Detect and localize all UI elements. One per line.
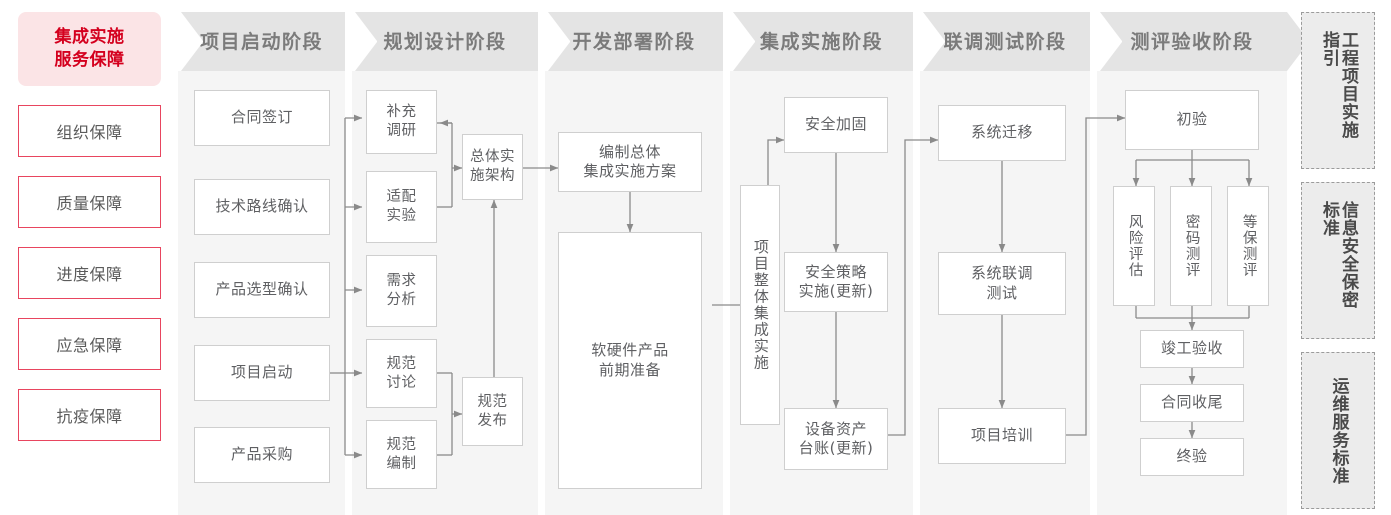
guarantee-rail: 集成实施 服务保障 组织保障 质量保障 进度保障 应急保障 抗疫保障	[18, 12, 161, 441]
node-label: 项目整体集成实施	[751, 239, 770, 371]
guarantee-item-quality[interactable]: 质量保障	[18, 176, 161, 228]
node-hardware-software-preparation[interactable]: 软硬件产品 前期准备	[558, 232, 702, 489]
standards-item-label: 运维服务标准	[1328, 376, 1349, 485]
node-risk-assessment[interactable]: 风险评估	[1113, 186, 1155, 306]
phase-title: 规划设计阶段	[383, 31, 507, 53]
guarantee-item-label: 进度保障	[56, 265, 123, 284]
node-label: 设备资产 台账(更新)	[798, 419, 874, 457]
standards-rail: 工程项目实施指引 信息安全保密标准 运维服务标准	[1301, 12, 1375, 509]
guarantee-item-epidemic[interactable]: 抗疫保障	[18, 389, 161, 441]
node-label: 规范 编制	[386, 436, 417, 472]
node-label: 合同收尾	[1160, 393, 1223, 412]
node-spec-drafting[interactable]: 规范 编制	[366, 420, 437, 489]
guarantee-item-emergency[interactable]: 应急保障	[18, 318, 161, 370]
node-label: 等保测评	[1240, 214, 1257, 278]
node-label: 安全加固	[804, 115, 867, 134]
node-label: 产品采购	[230, 445, 293, 464]
phase-title: 测评验收阶段	[1130, 31, 1254, 53]
phase-header-joint-test[interactable]: 联调测试阶段	[919, 12, 1090, 71]
phase-title: 集成实施阶段	[759, 31, 883, 53]
node-contract-closeout[interactable]: 合同收尾	[1140, 384, 1244, 422]
node-label: 项目启动	[230, 363, 293, 382]
node-label: 合同签订	[230, 108, 293, 127]
chevron-tail-icon	[1287, 12, 1313, 75]
phase-header-develop-deploy[interactable]: 开发部署阶段	[544, 12, 723, 71]
node-spec-release[interactable]: 规范 发布	[462, 377, 523, 446]
phase-title: 联调测试阶段	[943, 31, 1067, 53]
node-spec-discussion[interactable]: 规范 讨论	[366, 339, 437, 408]
phase-header-integration[interactable]: 集成实施阶段	[729, 12, 913, 71]
node-label: 密码测评	[1183, 214, 1200, 278]
guarantee-item-label: 质量保障	[56, 194, 123, 213]
node-label: 补充 调研	[386, 104, 417, 139]
node-label: 竣工验收	[1160, 339, 1223, 358]
node-contract-signing[interactable]: 合同签订	[194, 90, 330, 146]
node-overall-implementation-architecture[interactable]: 总体实 施架构	[462, 134, 523, 200]
node-tech-route-confirm[interactable]: 技术路线确认	[194, 179, 330, 235]
guarantee-item-label: 组织保障	[56, 123, 123, 142]
phase-header-project-start[interactable]: 项目启动阶段	[177, 12, 345, 71]
node-supplementary-research[interactable]: 补充 调研	[366, 90, 437, 154]
node-product-selection-confirm[interactable]: 产品选型确认	[194, 262, 330, 318]
node-completion-acceptance[interactable]: 竣工验收	[1140, 330, 1244, 368]
phase-title: 开发部署阶段	[572, 31, 696, 53]
node-label: 需求 分析	[386, 273, 417, 308]
node-security-policy-implementation[interactable]: 安全策略 实施(更新)	[784, 252, 888, 312]
node-label: 项目培训	[970, 426, 1033, 445]
node-label: 规范 发布	[477, 393, 508, 429]
node-mlps-evaluation[interactable]: 等保测评	[1227, 186, 1269, 306]
node-label: 技术路线确认	[215, 197, 309, 216]
node-final-acceptance[interactable]: 终验	[1140, 438, 1244, 476]
node-system-migration[interactable]: 系统迁移	[938, 105, 1066, 161]
guarantee-hero-label: 集成实施 服务保障	[54, 27, 125, 70]
standards-item-operations-service[interactable]: 运维服务标准	[1301, 352, 1375, 509]
node-label: 编制总体 集成实施方案	[583, 142, 677, 180]
standards-item-label: 工程项目实施指引	[1319, 30, 1359, 139]
node-requirement-analysis[interactable]: 需求 分析	[366, 255, 437, 327]
node-label: 终验	[1176, 447, 1208, 466]
node-equipment-asset-ledger[interactable]: 设备资产 台账(更新)	[784, 408, 888, 470]
node-product-procurement[interactable]: 产品采购	[194, 427, 330, 483]
phase-header-evaluation-acceptance[interactable]: 测评验收阶段	[1096, 12, 1287, 71]
phase-title: 项目启动阶段	[199, 31, 323, 53]
node-project-training[interactable]: 项目培训	[938, 408, 1066, 464]
standards-item-label: 信息安全保密标准	[1319, 200, 1359, 309]
node-overall-project-integration[interactable]: 项目整体集成实施	[740, 185, 780, 425]
guarantee-item-label: 抗疫保障	[56, 407, 123, 426]
guarantee-hero: 集成实施 服务保障	[18, 12, 161, 86]
node-cryptography-evaluation[interactable]: 密码测评	[1170, 186, 1212, 306]
node-label: 适配 实验	[386, 189, 417, 224]
standards-item-engineering-guideline[interactable]: 工程项目实施指引	[1301, 12, 1375, 169]
node-label: 软硬件产品 前期准备	[591, 341, 669, 379]
guarantee-item-schedule[interactable]: 进度保障	[18, 247, 161, 299]
node-project-kickoff[interactable]: 项目启动	[194, 345, 330, 401]
phase-header-planning-design[interactable]: 规划设计阶段	[351, 12, 538, 71]
guarantee-item-label: 应急保障	[56, 336, 123, 355]
node-label: 产品选型确认	[215, 280, 309, 299]
node-system-joint-debug-test[interactable]: 系统联调 测试	[938, 252, 1066, 315]
node-label: 初验	[1176, 110, 1208, 129]
node-compile-overall-integration-plan[interactable]: 编制总体 集成实施方案	[558, 132, 702, 192]
node-security-hardening[interactable]: 安全加固	[784, 97, 888, 153]
node-label: 风险评估	[1126, 214, 1143, 278]
node-adaptation-experiment[interactable]: 适配 实验	[366, 171, 437, 243]
node-label: 总体实 施架构	[470, 149, 515, 184]
standards-item-infosec-confidentiality[interactable]: 信息安全保密标准	[1301, 182, 1375, 339]
node-label: 系统迁移	[970, 123, 1033, 142]
node-label: 安全策略 实施(更新)	[798, 262, 874, 300]
guarantee-item-organization[interactable]: 组织保障	[18, 105, 161, 157]
node-label: 系统联调 测试	[970, 264, 1033, 302]
node-label: 规范 讨论	[386, 355, 417, 391]
node-preliminary-acceptance[interactable]: 初验	[1125, 90, 1259, 150]
